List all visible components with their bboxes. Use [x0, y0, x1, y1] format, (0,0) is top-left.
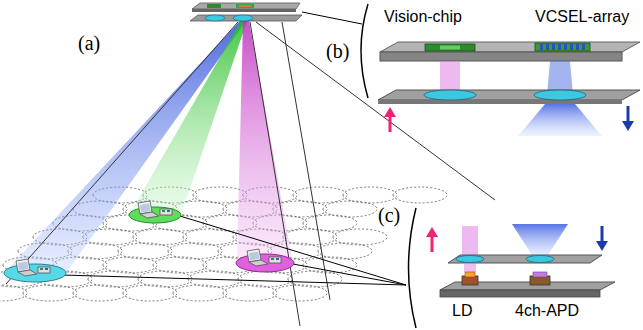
uplink-arrow [426, 227, 438, 252]
vcsel-emitter [564, 44, 567, 50]
inset-bracket [409, 208, 417, 328]
part-label: VCSEL-array [535, 8, 629, 26]
lens [233, 15, 253, 21]
inset-b [361, 4, 640, 136]
vision-chip-small [207, 4, 221, 8]
lens [526, 256, 554, 263]
laser-emitter [465, 272, 475, 277]
vcsel-emitter [558, 44, 561, 50]
panel-tag: (b) [326, 40, 349, 63]
arrow-head [384, 107, 396, 117]
device-board-edge [440, 290, 600, 297]
magenta-beam [237, 21, 293, 263]
arrow-shaft [627, 106, 630, 122]
chip-board [380, 42, 640, 52]
lens [534, 90, 586, 100]
arrow-shaft [389, 116, 392, 132]
downlink-arrow [596, 226, 608, 251]
terminal [129, 201, 181, 223]
part-label: 4ch-APD [515, 302, 579, 320]
lens-board [378, 90, 640, 100]
arrow-head [622, 121, 634, 131]
uplink-arrow [384, 107, 396, 132]
coverage-lines [6, 22, 495, 326]
lens [424, 90, 476, 100]
receive-beam [512, 224, 568, 258]
terminal [236, 249, 294, 272]
cell-row [0, 285, 327, 301]
vcsel-array [535, 43, 590, 51]
leader-line [293, 264, 406, 285]
leader-lines [62, 12, 406, 285]
vcsel-emitter [540, 44, 543, 50]
terminal [4, 259, 66, 282]
lens [205, 15, 225, 21]
lens-board [448, 255, 602, 263]
vcsel-emitter [546, 44, 549, 50]
laptop-icon [247, 249, 281, 266]
laptop-icon [16, 259, 50, 276]
arrow-shaft [431, 236, 434, 252]
vcsel-emitter [570, 44, 573, 50]
vcsel-array-small [236, 4, 254, 8]
green-beam [129, 21, 247, 215]
inset-c [409, 208, 616, 328]
arrow-head [426, 227, 438, 237]
leader-line [302, 12, 362, 24]
panel-tag: (a) [78, 32, 100, 55]
vision-chip-core [440, 46, 460, 50]
laptop-icon [138, 201, 172, 218]
transmit-beam [462, 226, 478, 258]
chip-board-edge [192, 9, 296, 12]
transmit-beam [464, 263, 476, 272]
panel-tag: (c) [378, 204, 400, 227]
blue-beam [4, 21, 246, 273]
laser-diode [462, 276, 478, 285]
vcsel-emitter [582, 44, 585, 50]
photodiode-window [533, 272, 547, 277]
ceiling-unit [190, 3, 302, 21]
vision-chip [425, 44, 475, 51]
lens-board [190, 15, 302, 21]
vcsel-emitters [540, 44, 585, 50]
vcsel-emitter [576, 44, 579, 50]
part-label: Vision-chip [384, 8, 462, 26]
chip-board [192, 3, 300, 9]
downlink-arrow [622, 106, 634, 131]
leader-line [62, 275, 406, 285]
cell-row [73, 201, 377, 217]
inset-bracket [361, 4, 368, 98]
photodiode-array [530, 276, 550, 285]
vcsel-dots [239, 5, 251, 7]
chip-board-edge [380, 52, 622, 61]
leader-line [180, 216, 406, 285]
vcsel-emitter [552, 44, 555, 50]
part-label: LD [452, 302, 472, 320]
cone-edge [256, 22, 495, 200]
arrow-head [596, 241, 608, 251]
transmit-beam [518, 104, 602, 136]
lens-board-edge [378, 100, 622, 104]
arrow-shaft [601, 226, 604, 242]
lens [456, 256, 484, 263]
cone-edge [6, 22, 238, 284]
